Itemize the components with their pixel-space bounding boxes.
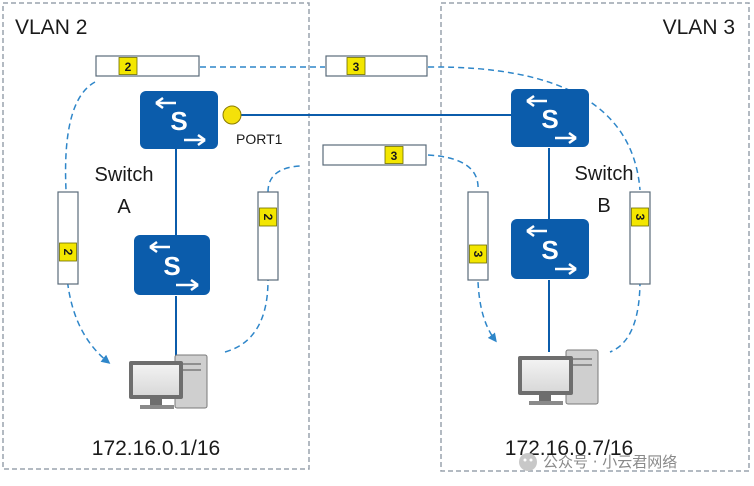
host-a-ip: 172.16.0.1/16 bbox=[92, 437, 220, 460]
svg-text:S: S bbox=[541, 235, 558, 265]
frame-vlan3-trunk: 3 bbox=[322, 144, 427, 166]
vlan3-label: VLAN 3 bbox=[663, 16, 735, 39]
frame-vlan2-left: 2 bbox=[57, 191, 79, 285]
frame-flow-paths bbox=[64, 66, 641, 364]
frame-vlan3-top: 3 bbox=[325, 55, 428, 77]
access-switch-b-icon: S bbox=[511, 219, 589, 279]
switch-a-label-line2: A bbox=[117, 196, 131, 218]
physical-links bbox=[175, 114, 550, 356]
vlan3-flow-arrow bbox=[477, 261, 497, 343]
pc-a-icon bbox=[129, 354, 208, 409]
frame-tag-3: 3 bbox=[353, 60, 360, 74]
switch-b-icon: S bbox=[511, 89, 589, 147]
switch-a-label-line1: Switch bbox=[95, 164, 154, 186]
svg-text:S: S bbox=[163, 251, 180, 281]
frame-vlan3-left: 3 bbox=[467, 191, 489, 281]
frame-tag-3: 3 bbox=[391, 149, 398, 163]
svg-text:S: S bbox=[170, 106, 187, 136]
switch-b-label-line2: B bbox=[597, 195, 610, 217]
vlan2-label: VLAN 2 bbox=[15, 16, 87, 39]
vlan2-flow-arrow bbox=[64, 81, 96, 191]
frame-tag-2: 2 bbox=[125, 60, 132, 74]
vlan3-zone bbox=[440, 2, 750, 472]
port1-label: PORT1 bbox=[236, 131, 283, 147]
port1-indicator bbox=[222, 105, 242, 125]
access-switch-a-icon: S bbox=[134, 235, 210, 295]
watermark: 公众号 · 小云君网络 bbox=[519, 453, 677, 471]
host-b-ip: 172.16.0.7/16 bbox=[505, 437, 633, 460]
frame-vlan2-top: 2 bbox=[95, 55, 200, 77]
vlan2-zone bbox=[2, 2, 310, 470]
switch-b-label-line1: Switch bbox=[575, 163, 634, 185]
frame-vlan2-right: 2 bbox=[257, 191, 279, 281]
frame-vlan3-right: 3 bbox=[629, 191, 651, 285]
frame-tag-2: 2 bbox=[61, 249, 75, 256]
frame-tag-3: 3 bbox=[633, 214, 647, 221]
pc-b-icon bbox=[518, 349, 599, 405]
svg-text:S: S bbox=[541, 104, 558, 134]
frame-tag-3: 3 bbox=[471, 251, 485, 258]
watermark-text: 公众号 · 小云君网络 bbox=[543, 453, 677, 471]
switch-a-icon: S bbox=[140, 91, 218, 149]
frame-tag-2: 2 bbox=[261, 214, 275, 221]
